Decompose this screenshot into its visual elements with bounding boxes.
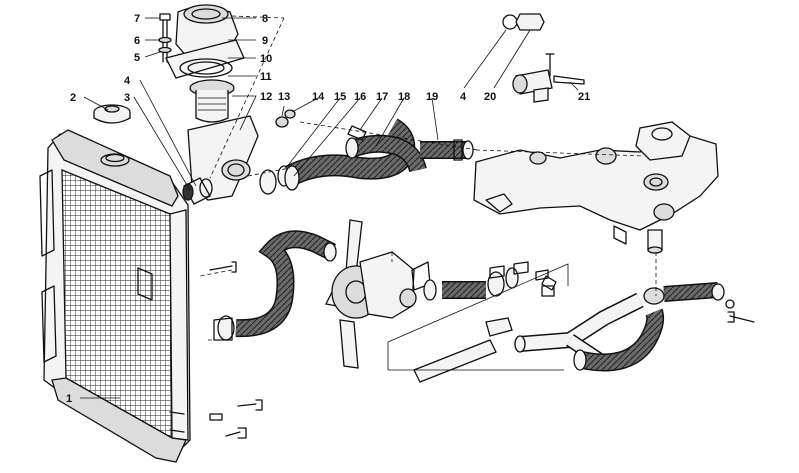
leader-lines xyxy=(80,17,579,399)
lower-left-hose xyxy=(213,230,337,341)
callout-5: 5 xyxy=(134,52,140,64)
callout-labels: 1 2 3 4 5 6 7 8 9 10 11 12 13 14 15 16 1… xyxy=(66,13,590,405)
callout-13: 13 xyxy=(278,91,290,103)
water-manifold xyxy=(473,121,719,254)
water-pump-fan xyxy=(325,219,431,369)
upper-hoses xyxy=(259,118,474,195)
bypass-hose xyxy=(423,261,557,301)
callout-20: 20 xyxy=(484,91,496,103)
callout-16: 16 xyxy=(354,91,366,103)
callout-15: 15 xyxy=(334,91,346,103)
callout-2: 2 xyxy=(70,92,76,104)
callout-11: 11 xyxy=(260,71,272,83)
radiator xyxy=(39,129,191,463)
seal-rings xyxy=(275,109,296,128)
thermostat-housing xyxy=(158,4,259,205)
small-hardware xyxy=(209,261,755,439)
callout-3: 3 xyxy=(124,92,130,104)
callout-17: 17 xyxy=(376,91,388,103)
radiator-cap xyxy=(93,104,131,124)
callout-12: 12 xyxy=(260,91,272,103)
callout-4: 4 xyxy=(124,75,131,87)
callout-9: 9 xyxy=(262,35,268,47)
callout-4-right: 4 xyxy=(460,91,467,103)
callout-6: 6 xyxy=(134,35,140,47)
assembly-lines xyxy=(199,15,657,371)
callout-7: 7 xyxy=(134,13,140,25)
callout-14: 14 xyxy=(312,91,325,103)
callout-10: 10 xyxy=(260,53,272,65)
callout-19: 19 xyxy=(426,91,438,103)
callout-1: 1 xyxy=(66,393,72,405)
callout-21: 21 xyxy=(578,91,590,103)
callout-18: 18 xyxy=(398,91,410,103)
heater-pipes xyxy=(413,282,725,383)
callout-8: 8 xyxy=(262,13,268,25)
fittings-20-21 xyxy=(502,13,585,103)
